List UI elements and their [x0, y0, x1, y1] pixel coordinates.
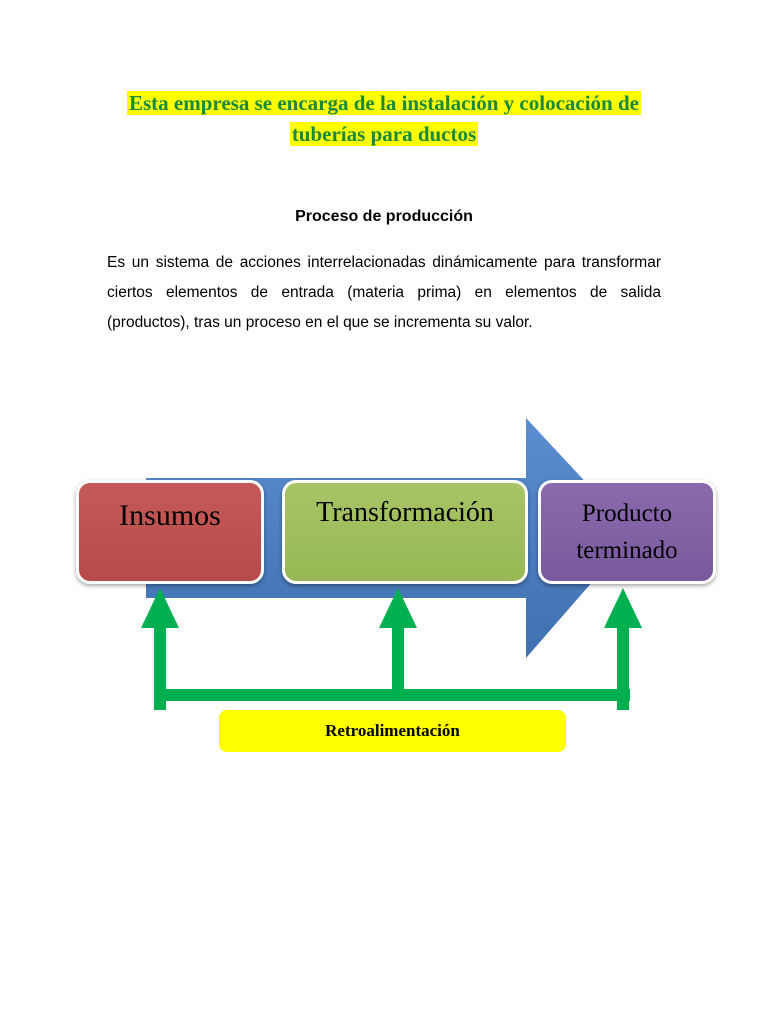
- stage-insumos: Insumos: [76, 480, 264, 584]
- section-title: Proceso de producción: [295, 208, 473, 225]
- feedback-stem-transformacion: [392, 624, 404, 694]
- stage-transformacion-label: Transformación: [316, 497, 494, 528]
- feedback-stem-insumos: [154, 624, 166, 710]
- stage-insumos-label: Insumos: [119, 499, 221, 532]
- stage-transformacion: Transformación: [282, 480, 528, 584]
- feedback-label: Retroalimentación: [219, 710, 566, 752]
- body-paragraph: Es un sistema de acciones interrelaciona…: [107, 254, 661, 331]
- stage-producto-label: Producto terminado: [576, 495, 677, 569]
- stage-producto-terminado: Producto terminado: [538, 480, 716, 584]
- production-process-diagram: Insumos Transformación Producto terminad…: [0, 400, 768, 770]
- feedback-line: [154, 689, 630, 701]
- arrowhead-up-icon: [141, 588, 179, 628]
- arrowhead-up-icon: [379, 588, 417, 628]
- headline-line-2: tuberías para ductos: [289, 122, 479, 146]
- headline-line-1: Esta empresa se encarga de la instalació…: [127, 91, 641, 115]
- stage-producto-label-line-1: Producto: [581, 500, 673, 527]
- headline: Esta empresa se encarga de la instalació…: [0, 88, 768, 150]
- feedback-stem-producto: [617, 624, 629, 710]
- stage-producto-label-line-2: terminado: [576, 537, 678, 564]
- arrowhead-up-icon: [604, 588, 642, 628]
